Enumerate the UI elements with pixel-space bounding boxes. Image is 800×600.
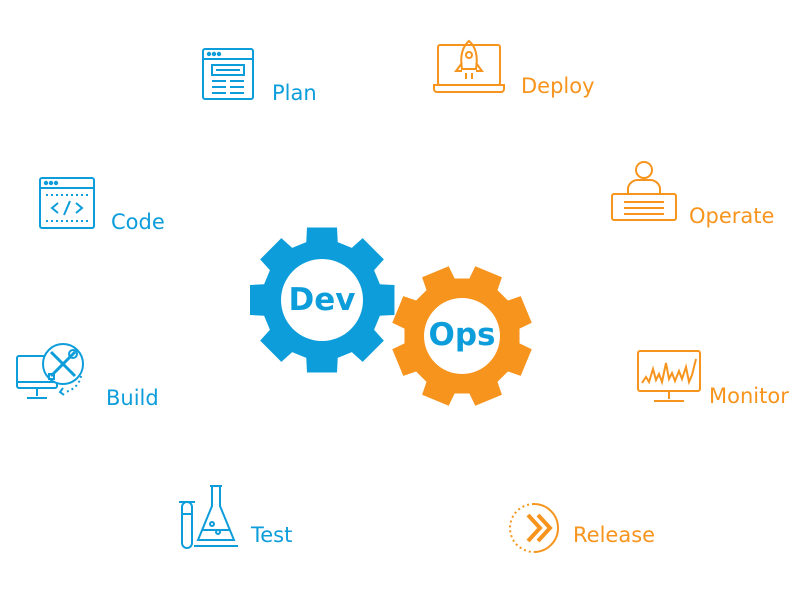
- wireframe-document-icon: [202, 48, 254, 100]
- devops-gears: Dev Ops: [250, 227, 532, 406]
- stage-label-release: Release: [573, 523, 656, 547]
- operator-desk-icon: [611, 161, 677, 221]
- stage-label-plan: Plan: [272, 81, 317, 105]
- dev-gear-label: Dev: [289, 282, 356, 318]
- stage-label-code: Code: [111, 210, 165, 234]
- ops-gear-icon: Ops: [392, 266, 532, 406]
- laptop-rocket-icon: [433, 39, 505, 93]
- stage-label-operate: Operate: [689, 204, 775, 228]
- dev-gear-icon: Dev: [250, 227, 395, 373]
- monitor-chart-icon: [637, 350, 701, 402]
- stage-label-test: Test: [251, 523, 293, 547]
- monitor-tools-icon: [16, 343, 84, 399]
- stage-label-build: Build: [106, 386, 159, 410]
- chevron-circle-icon: [509, 503, 559, 553]
- test-tube-flask-icon: [179, 485, 238, 549]
- stage-label-deploy: Deploy: [521, 74, 595, 98]
- stage-label-monitor: Monitor: [709, 384, 789, 408]
- ops-gear-label: Ops: [429, 317, 496, 353]
- code-window-icon: [39, 177, 95, 229]
